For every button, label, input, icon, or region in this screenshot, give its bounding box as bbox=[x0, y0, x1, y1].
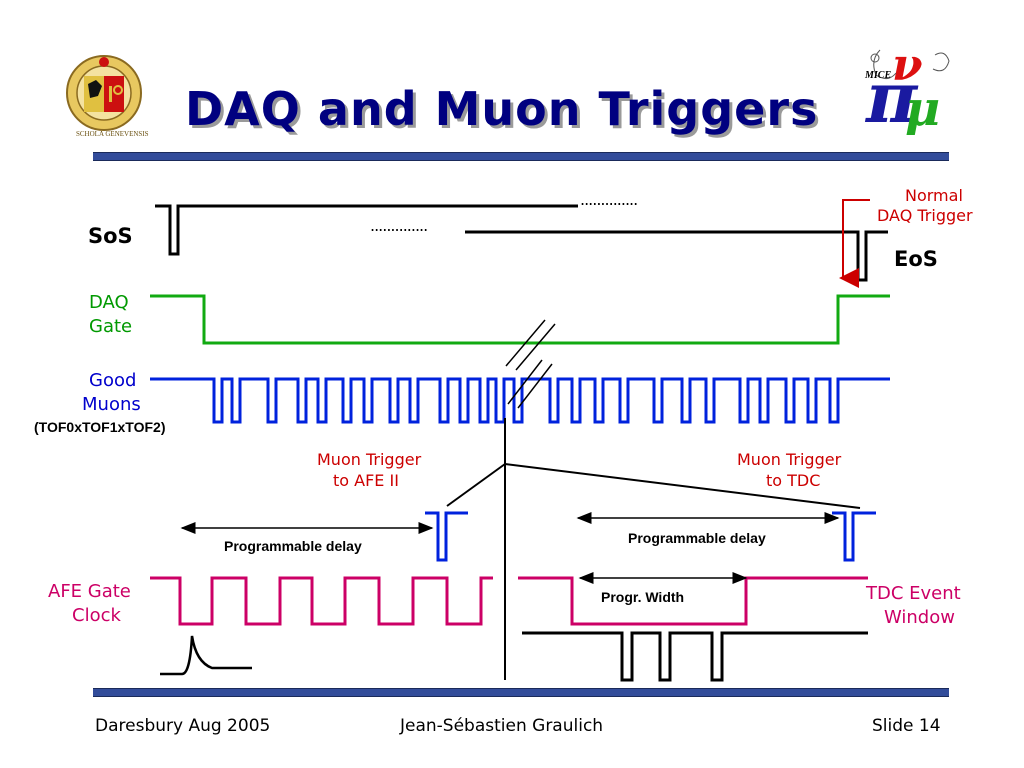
tdc-window-label-1: TDC Event bbox=[866, 583, 961, 604]
afe-trigger-pointer bbox=[446, 463, 506, 507]
eos-label: EoS bbox=[894, 247, 938, 271]
daq-gate-signal bbox=[150, 294, 890, 345]
prog-delay-right-label: Programmable delay bbox=[628, 530, 766, 546]
afe-gate-label-2: Clock bbox=[72, 605, 121, 626]
mice-logo-text: MICE bbox=[865, 70, 892, 81]
geneva-seal-logo bbox=[66, 55, 142, 131]
svg-text:π: π bbox=[864, 56, 919, 139]
afe-gate-label-1: AFE Gate bbox=[48, 581, 131, 602]
good-muons-label-2: Muons bbox=[82, 394, 141, 415]
afe-gate-clock-signal bbox=[150, 576, 493, 626]
seal-logo-text: SCHOLA GENEVENSIS bbox=[76, 130, 149, 138]
muon-tdc-label-1: Muon Trigger bbox=[737, 450, 842, 469]
afe-trigger-pulse bbox=[425, 511, 468, 562]
footer-center: Jean-Sébastien Graulich bbox=[400, 716, 604, 736]
mice-logo: π ν μ bbox=[864, 40, 950, 139]
footer-rule bbox=[93, 688, 949, 697]
eos-signal-line bbox=[465, 230, 888, 282]
svg-text:μ: μ bbox=[905, 81, 940, 137]
daq-gate-label-1: DAQ bbox=[89, 292, 129, 313]
footer-right: Slide 14 bbox=[872, 716, 941, 736]
ellipsis-mid: .............. bbox=[370, 216, 428, 235]
time-break-marks bbox=[505, 319, 556, 409]
good-muons-label-1: Good bbox=[89, 370, 137, 391]
analog-pulse-curve bbox=[160, 635, 252, 676]
muon-afe-label-2: to AFE II bbox=[333, 471, 399, 490]
footer-left: Daresbury Aug 2005 bbox=[95, 716, 271, 736]
sos-signal-line bbox=[155, 204, 578, 256]
svg-text:ν: ν bbox=[892, 40, 923, 91]
tdc-event-window-signal bbox=[518, 576, 868, 626]
good-muons-signal bbox=[150, 377, 890, 424]
normal-trigger-arrow bbox=[839, 199, 870, 288]
muon-afe-label-1: Muon Trigger bbox=[317, 450, 422, 469]
tdc-trigger-pointer bbox=[504, 463, 861, 509]
ellipsis-top: .............. bbox=[580, 190, 638, 209]
tdc-hits-signal bbox=[522, 631, 868, 682]
normal-trigger-label-2: DAQ Trigger bbox=[877, 206, 973, 225]
daq-gate-label-2: Gate bbox=[89, 316, 133, 337]
slide-title: DAQ and Muon Triggers bbox=[185, 82, 819, 136]
muon-tdc-label-2: to TDC bbox=[766, 471, 821, 490]
prog-delay-left-label: Programmable delay bbox=[224, 538, 362, 554]
progr-width-label: Progr. Width bbox=[601, 589, 685, 605]
header-rule bbox=[93, 152, 949, 161]
tdc-trigger-pulse bbox=[832, 511, 876, 562]
tdc-window-label-2: Window bbox=[884, 607, 955, 628]
good-muons-label-3: (TOF0xTOF1xTOF2) bbox=[34, 419, 166, 435]
sos-label: SoS bbox=[88, 224, 133, 248]
normal-trigger-label-1: Normal bbox=[905, 186, 963, 205]
